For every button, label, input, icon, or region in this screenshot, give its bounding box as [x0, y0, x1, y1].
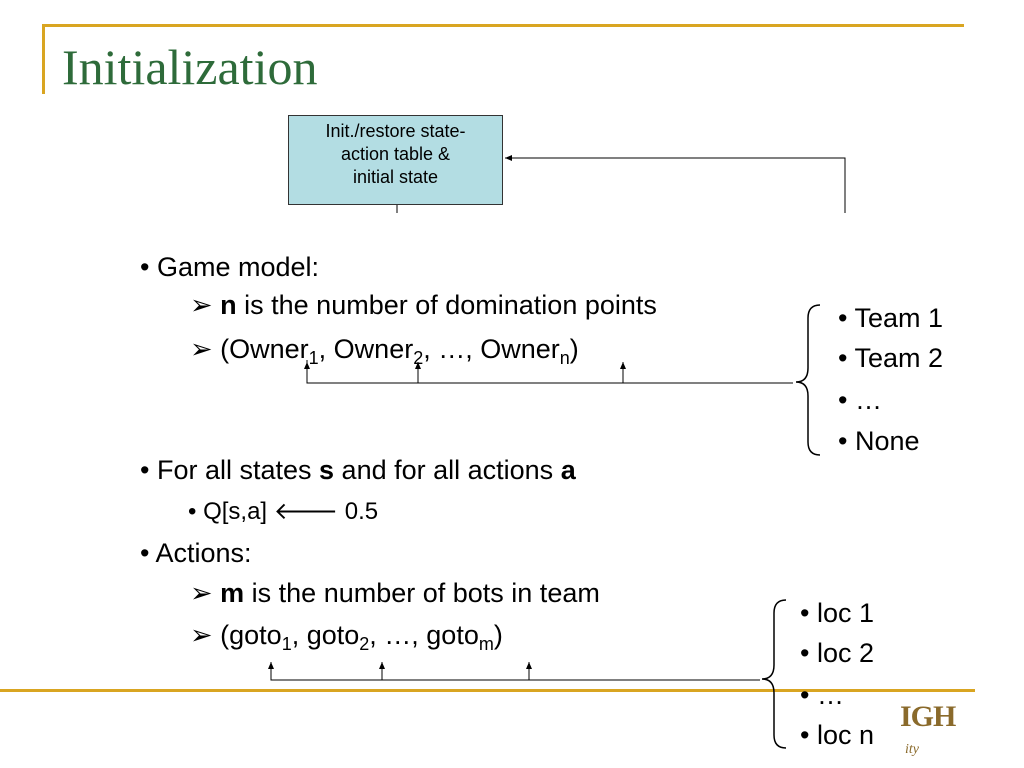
team-item: • …	[838, 385, 882, 415]
bullet-arrow-icon: ➢	[190, 620, 213, 650]
slide-title: Initialization	[62, 39, 318, 95]
frame-left-rule	[42, 24, 45, 94]
n-symbol: n	[220, 290, 237, 320]
for-all-text: and for all actions	[334, 455, 561, 485]
loc-item: • loc 1	[800, 598, 874, 628]
q-init-line: • Q[s,a] 🡐 0.5	[188, 500, 378, 524]
a-symbol: a	[560, 455, 576, 485]
owner-sub: n	[559, 348, 570, 368]
init-state-box: Init./restore state- action table & init…	[288, 115, 503, 205]
team-brace	[795, 304, 821, 456]
owner-text: , Owner	[318, 334, 414, 364]
university-logo: IGH	[900, 700, 956, 733]
goto-sub: 1	[281, 634, 292, 654]
team-item: • Team 2	[838, 343, 944, 373]
goto-text: , …, goto	[369, 620, 479, 650]
owner-sub: 2	[413, 348, 424, 368]
goto-sub: 2	[359, 634, 370, 654]
university-logo-sub: ity	[905, 742, 919, 757]
game-model-heading: • Game model:	[140, 252, 320, 282]
loc-item: • …	[800, 680, 844, 710]
s-symbol: s	[319, 455, 335, 485]
left-arrow-icon: 🡐	[273, 498, 339, 525]
init-box-line-1: Init./restore state-	[325, 121, 466, 141]
team-item: • None	[838, 426, 920, 456]
goto-connector	[270, 662, 760, 681]
goto-sub: m	[478, 634, 494, 654]
feedback-arrow	[505, 155, 846, 213]
bullet-arrow-icon: ➢	[190, 578, 213, 608]
loc-item: • loc n	[800, 720, 874, 750]
goto-text: (goto	[220, 620, 282, 650]
for-all-text: • For all states	[140, 455, 320, 485]
loc-brace	[761, 599, 787, 749]
init-box-line-3: initial state	[352, 167, 439, 187]
bullet-arrow-icon: ➢	[190, 290, 213, 320]
init-box-line-2: action table &	[340, 144, 451, 164]
m-description: is the number of bots in team	[244, 578, 600, 608]
frame-top-rule	[44, 24, 964, 27]
bullet-arrow-icon: ➢	[190, 334, 213, 364]
m-symbol: m	[220, 578, 245, 608]
owner-text: , …, Owner	[423, 334, 560, 364]
q-value: 0.5	[338, 498, 379, 525]
q-text: • Q[s,a]	[188, 498, 274, 525]
goto-text: , goto	[291, 620, 360, 650]
loc-item: • loc 2	[800, 638, 874, 668]
owner-sub: 1	[308, 348, 319, 368]
for-all-line: • For all states s and for all actions a	[140, 457, 576, 484]
actions-heading: • Actions:	[140, 538, 252, 568]
frame-bottom-rule	[0, 689, 975, 692]
n-line: ➢ n is the number of domination points	[190, 292, 657, 319]
owner-text: )	[569, 334, 579, 364]
owner-text: (Owner	[220, 334, 309, 364]
goto-tuple: ➢ (goto1, goto2, …, gotom)	[190, 620, 503, 654]
goto-text: )	[493, 620, 503, 650]
n-description: is the number of domination points	[236, 290, 657, 320]
team-item: • Team 1	[838, 303, 944, 333]
m-line: ➢ m is the number of bots in team	[190, 580, 600, 607]
owner-tuple: ➢ (Owner1, Owner2, …, Ownern)	[190, 334, 579, 368]
